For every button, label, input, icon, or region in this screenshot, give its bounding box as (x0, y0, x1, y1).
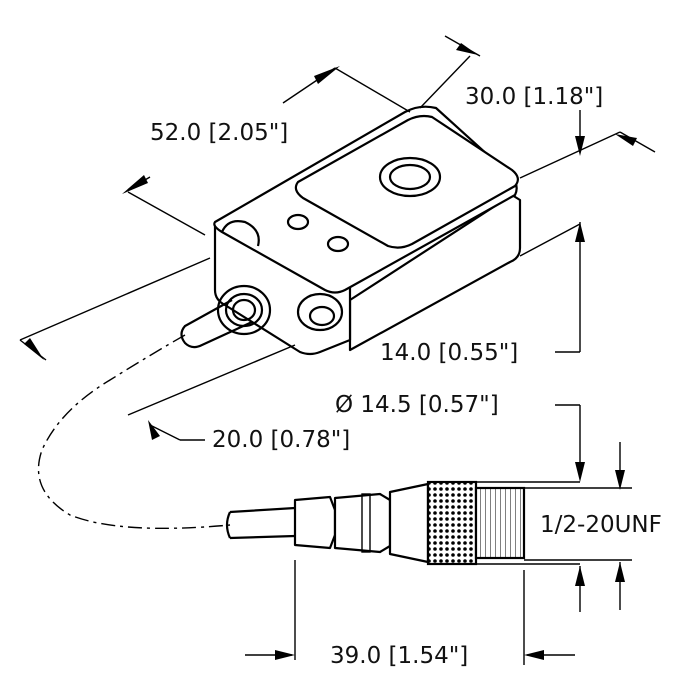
dim-width-label: 30.0 [1.18"] (465, 84, 603, 110)
dim-cable-offset: 20.0 [0.78"] (19, 257, 350, 453)
corner-notch (220, 220, 260, 247)
dim-cable-offset-label: 20.0 [0.78"] (212, 427, 350, 453)
knurled-nut (426, 480, 478, 566)
connector-cone (388, 482, 430, 564)
dim-height: 14.0 [0.55"] (380, 110, 585, 366)
sensor-housing (213, 105, 522, 356)
front-mount-hole (296, 292, 344, 332)
dim-width: 30.0 [1.18"] (419, 35, 656, 179)
dim-connector-diameter-label: Ø 14.5 [0.57"] (335, 392, 499, 418)
connector (293, 480, 526, 566)
led-ring-outer (378, 156, 442, 198)
dim-height-label: 14.0 [0.55"] (380, 340, 518, 366)
dim-length-label: 52.0 [2.05"] (150, 120, 288, 146)
dim-thread: 1/2-20UNF (524, 442, 662, 610)
cable (37, 299, 296, 540)
cable-gland (216, 284, 272, 336)
thread-section (474, 486, 526, 560)
mount-hole-1 (286, 213, 310, 231)
dim-connector-length-label: 39.0 [1.54"] (330, 643, 468, 669)
dim-connector-diameter: Ø 14.5 [0.57"] (335, 392, 585, 612)
dim-length: 52.0 [2.05"] (122, 66, 411, 236)
dim-connector-length: 39.0 [1.54"] (245, 560, 575, 669)
led-ring-inner (388, 163, 432, 191)
dim-thread-label: 1/2-20UNF (540, 512, 662, 538)
mount-hole-2 (326, 235, 350, 253)
connector-boot (293, 495, 337, 550)
